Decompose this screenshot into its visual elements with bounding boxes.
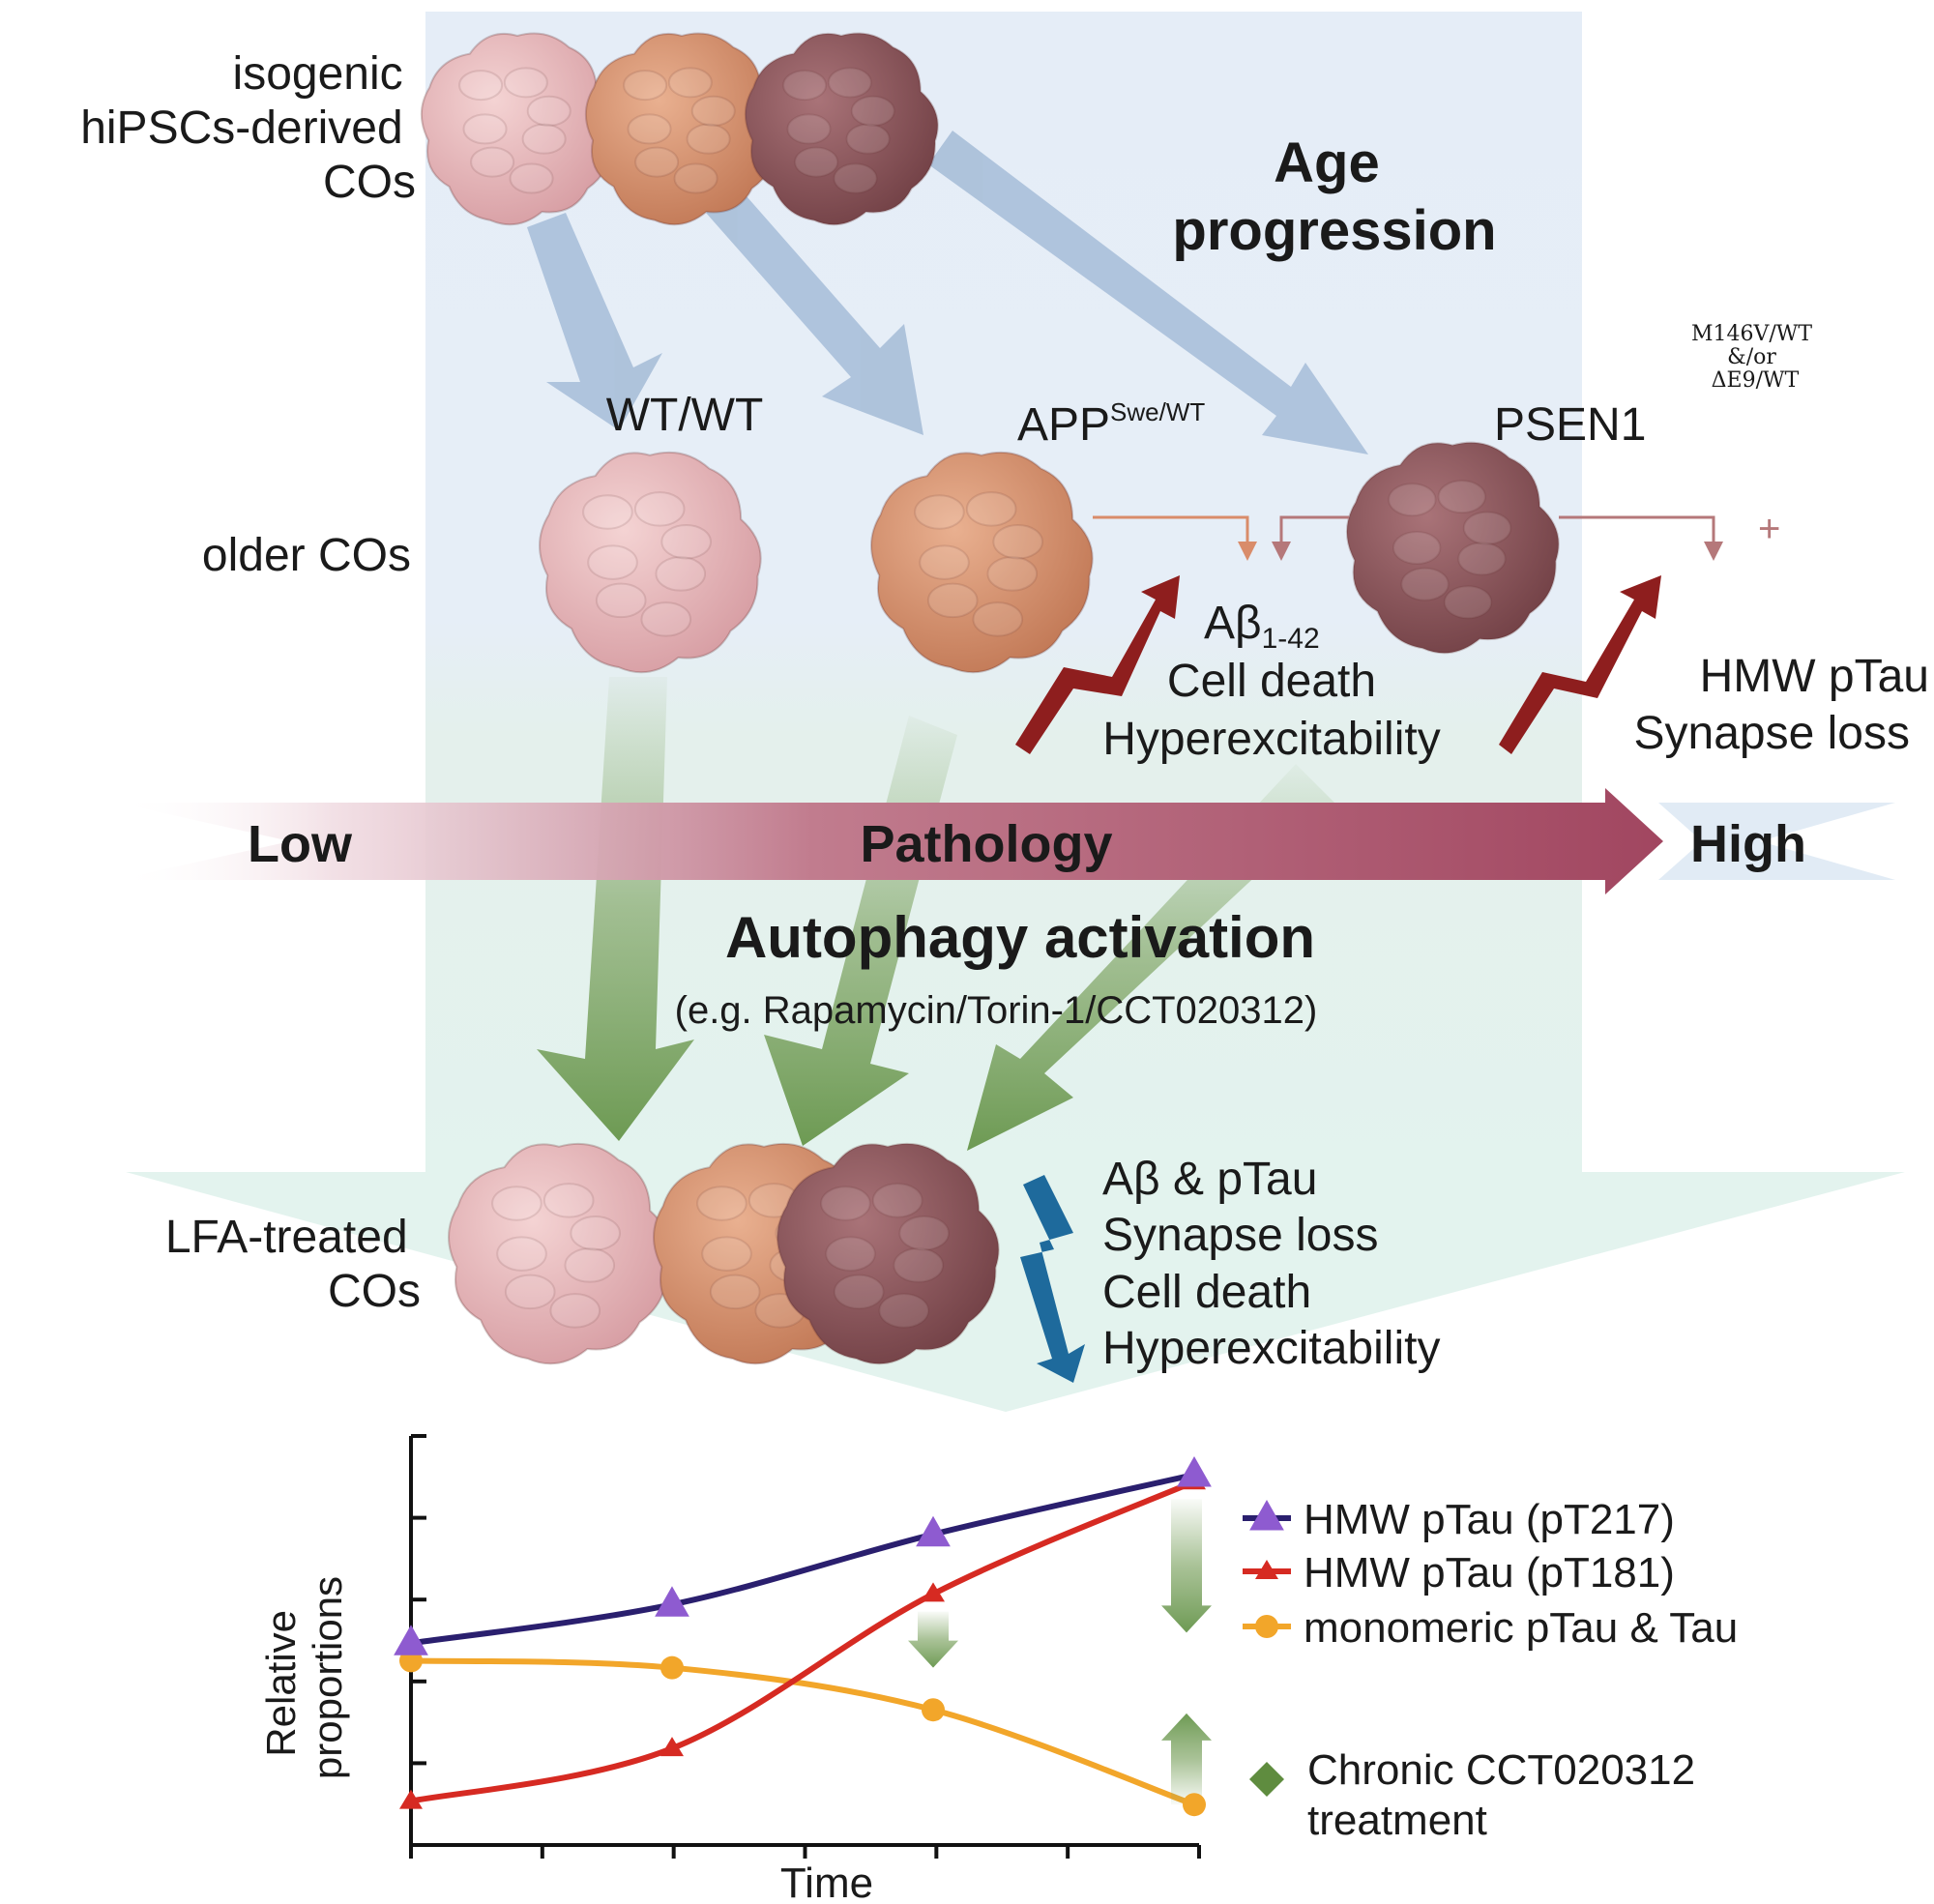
autophagy-title: Autophagy activation (725, 905, 1315, 970)
treated-effect-hyperexcitability: Hyperexcitability (1102, 1323, 1440, 1374)
organoid-psen-older (1345, 441, 1560, 655)
series-1-point-1 (660, 1737, 684, 1757)
organoid-psen-treated (777, 1142, 1000, 1365)
app-effect-cell-death: Cell death (1167, 656, 1376, 707)
organoid-wt-older (539, 451, 762, 674)
series-2-point-2 (922, 1698, 945, 1722)
connector-app (1093, 515, 1249, 546)
pathology-high-label: High (1690, 815, 1806, 873)
treated-effect-synapse-loss: Synapse loss (1102, 1210, 1379, 1261)
organoid-group-isogenic (420, 32, 939, 226)
organoid-app-older (870, 451, 1094, 674)
series-0-point-1 (655, 1586, 689, 1617)
row-label-bottom: LFA-treated COs (165, 1212, 421, 1317)
legend-marker-1 (1255, 1560, 1278, 1579)
psen-effect-hmw-ptau: HMW pTau (1700, 651, 1929, 702)
series-line-0 (408, 1472, 1197, 1647)
chart-xlabel: Time (780, 1860, 873, 1904)
chart-lines (408, 1472, 1197, 1808)
app-effect-abeta-base: Aβ (1204, 598, 1262, 649)
chart-ylabel: Relative proportions (258, 1576, 350, 1779)
series-2-point-1 (660, 1655, 684, 1680)
connector-psen-right (1559, 515, 1715, 546)
app-effect-hyperexcitability: Hyperexcitability (1102, 714, 1440, 765)
increase-arrow-psen (1499, 575, 1661, 754)
pathology-label: Pathology (860, 815, 1112, 873)
row-label-top: isogenic hiPSCs-derived COs (80, 48, 416, 208)
chart-treatment-effects (908, 1499, 1212, 1805)
series-1-point-2 (922, 1582, 945, 1602)
treatment-effect-arrow-0 (908, 1611, 958, 1668)
legend-label-0: HMW pTau (pT217) (1304, 1496, 1675, 1543)
series-1-point-0 (399, 1789, 423, 1809)
series-2-point-3 (1183, 1793, 1206, 1817)
series-line-2 (408, 1657, 1197, 1808)
organoid-group-treated (448, 1142, 1000, 1365)
genotype-app-sup: Swe/WT (1110, 397, 1205, 426)
chart-markers (394, 1455, 1212, 1817)
treatment-effect-arrow-1 (1161, 1499, 1212, 1633)
organoid-psen-top (744, 32, 939, 226)
connector-psen-left (1279, 515, 1349, 546)
genotype-psen: PSEN1 (1494, 399, 1646, 451)
legend-label-1: HMW pTau (pT181) (1304, 1549, 1675, 1596)
series-0-point-0 (394, 1625, 428, 1655)
organoid-app-top (584, 32, 779, 226)
series-line-1 (408, 1479, 1197, 1804)
genotype-app-base: APP (1017, 399, 1110, 451)
legend-label-2: monomeric pTau & Tau (1304, 1604, 1738, 1652)
chart-legend: HMW pTau (pT217) HMW pTau (pT181) monomeri… (1243, 1496, 1738, 1652)
series-0-point-2 (916, 1515, 951, 1547)
age-progression-title: Age progression (1172, 132, 1496, 262)
decrease-arrow (1020, 1175, 1085, 1383)
legend-marker-2 (1255, 1615, 1278, 1638)
row-label-middle: older COs (202, 530, 411, 581)
app-effect-abeta-sub: 1-42 (1262, 623, 1320, 655)
treatment-effect-arrow-2 (1161, 1713, 1212, 1805)
pathology-arrow (116, 788, 1895, 894)
treated-effect-cell-death: Cell death (1102, 1267, 1311, 1318)
organoid-wt-treated (448, 1142, 671, 1365)
age-progression-arrows (527, 131, 1368, 454)
pathology-low-label: Low (248, 815, 353, 873)
app-effect-abeta: Aβ1-42 (1204, 598, 1320, 655)
genotype-wt: WT/WT (606, 390, 764, 441)
autophagy-subtitle: (e.g. Rapamycin/Torin-1/CCT020312) (675, 989, 1318, 1032)
increase-arrow-app (1015, 575, 1180, 754)
series-0-point-3 (1177, 1455, 1212, 1487)
legend-marker-0 (1249, 1499, 1284, 1531)
genotype-app: APPSwe/WT (1017, 397, 1205, 451)
legend-treatment-label: Chronic CCT020312 treatment (1307, 1746, 1707, 1844)
treated-effect-abeta-ptau: Aβ & pTau (1102, 1154, 1317, 1205)
effect-connectors (1093, 515, 1723, 561)
line-chart (394, 1434, 1212, 1859)
plus-sign: + (1758, 508, 1780, 550)
genotype-psen-sup: M146V/WT &/or ΔE9/WT (1691, 322, 1819, 393)
psen-effect-synapse-loss: Synapse loss (1634, 708, 1911, 759)
legend-treatment-marker (1249, 1762, 1284, 1797)
